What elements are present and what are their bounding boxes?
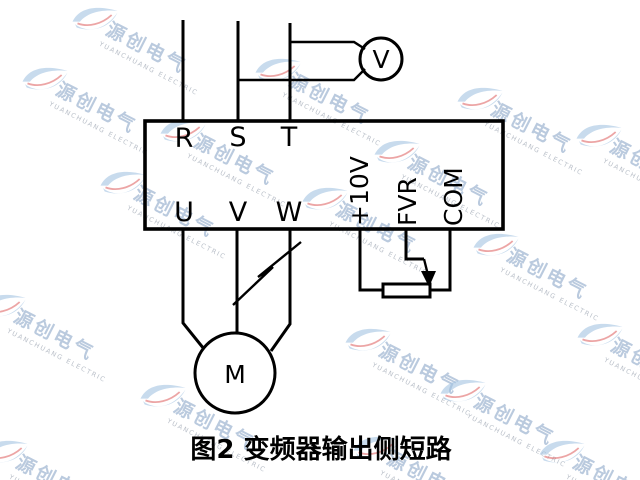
- potentiometer-body: [381, 282, 432, 299]
- wire-output-u: [181, 229, 206, 350]
- voltmeter-wire-upper: [291, 40, 366, 51]
- voltmeter-circle: [358, 36, 404, 82]
- terminal-label-plus10v: +10V: [345, 156, 374, 226]
- short-circuit-bolt: [232, 241, 302, 306]
- pot-wire-com: [430, 229, 452, 292]
- terminal-label-u: U: [174, 197, 194, 228]
- terminal-label-com: COM: [439, 167, 468, 226]
- terminal-label-t: T: [280, 122, 298, 153]
- voltmeter-wire-lower: [238, 68, 366, 82]
- terminal-label-v: V: [229, 197, 248, 228]
- terminal-label-r: R: [175, 123, 194, 154]
- wire-output-w: [269, 229, 292, 352]
- pot-wire-plus10v: [358, 229, 383, 292]
- terminal-label-w: W: [276, 197, 303, 228]
- motor-label: M: [224, 360, 246, 389]
- wiper-arrowhead-icon: [421, 271, 436, 287]
- terminal-label-fvr: FVR: [393, 177, 422, 226]
- voltmeter-label: V: [372, 45, 389, 74]
- motor-circle: [193, 331, 277, 415]
- figure-caption: 图2 变频器输出侧短路: [190, 434, 452, 465]
- pot-wire-fvr: [404, 229, 424, 261]
- terminal-label-s: S: [229, 122, 246, 153]
